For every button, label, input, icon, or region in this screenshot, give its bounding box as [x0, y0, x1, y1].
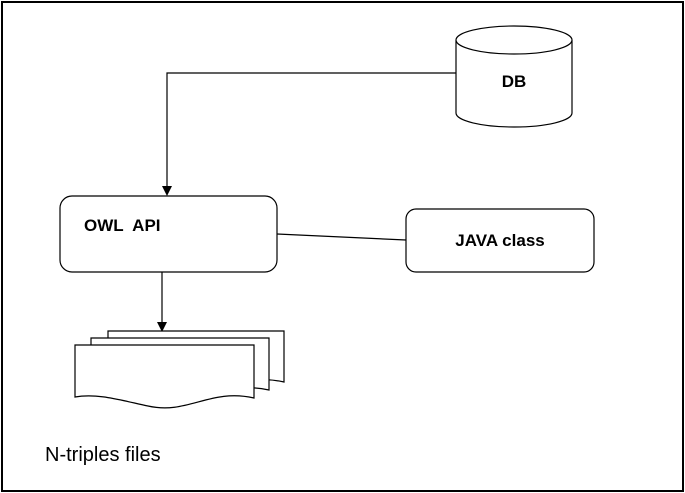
java-class-node: JAVA class — [405, 208, 595, 273]
db-label: DB — [502, 72, 527, 91]
ntriples-documents-icon — [74, 330, 285, 409]
java-class-box — [405, 208, 595, 273]
ntriples-label: N-triples files — [45, 444, 161, 466]
db-cylinder-body — [455, 40, 573, 128]
owl-api-node: OWL API — [59, 195, 278, 273]
document-front — [74, 344, 255, 409]
owl-api-label: OWL API — [84, 216, 161, 235]
owl-api-box — [59, 195, 278, 273]
db-node: DB — [455, 25, 573, 128]
owl-java-connector — [276, 233, 407, 241]
db-cylinder-top — [455, 25, 573, 55]
db-to-owl-arrow — [162, 72, 456, 196]
java-class-label: JAVA class — [455, 231, 544, 250]
